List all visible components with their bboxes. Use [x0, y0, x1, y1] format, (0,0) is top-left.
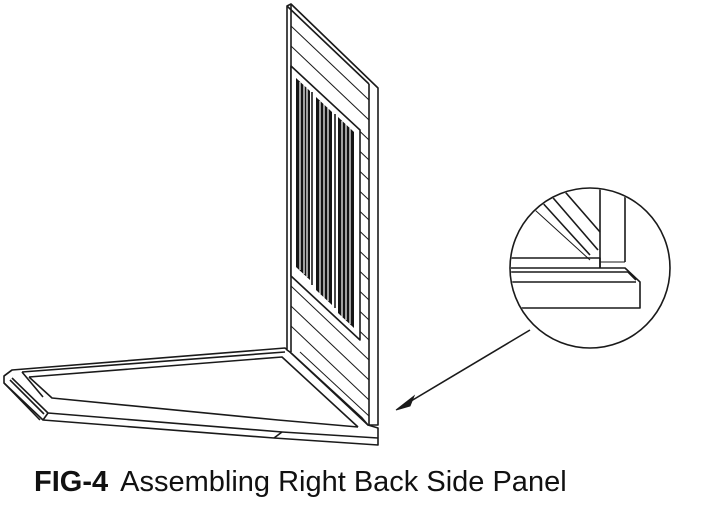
figure-caption: FIG-4 Assembling Right Back Side Panel — [34, 462, 567, 502]
detail-magnifier — [509, 187, 671, 349]
assembly-diagram — [3, 3, 671, 446]
detail-pointer-arrow — [395, 329, 531, 411]
figure-title: Assembling Right Back Side Panel — [120, 466, 567, 498]
panel-windows — [290, 65, 361, 341]
floor-base — [3, 347, 379, 446]
figure-label: FIG-4 — [34, 466, 109, 498]
